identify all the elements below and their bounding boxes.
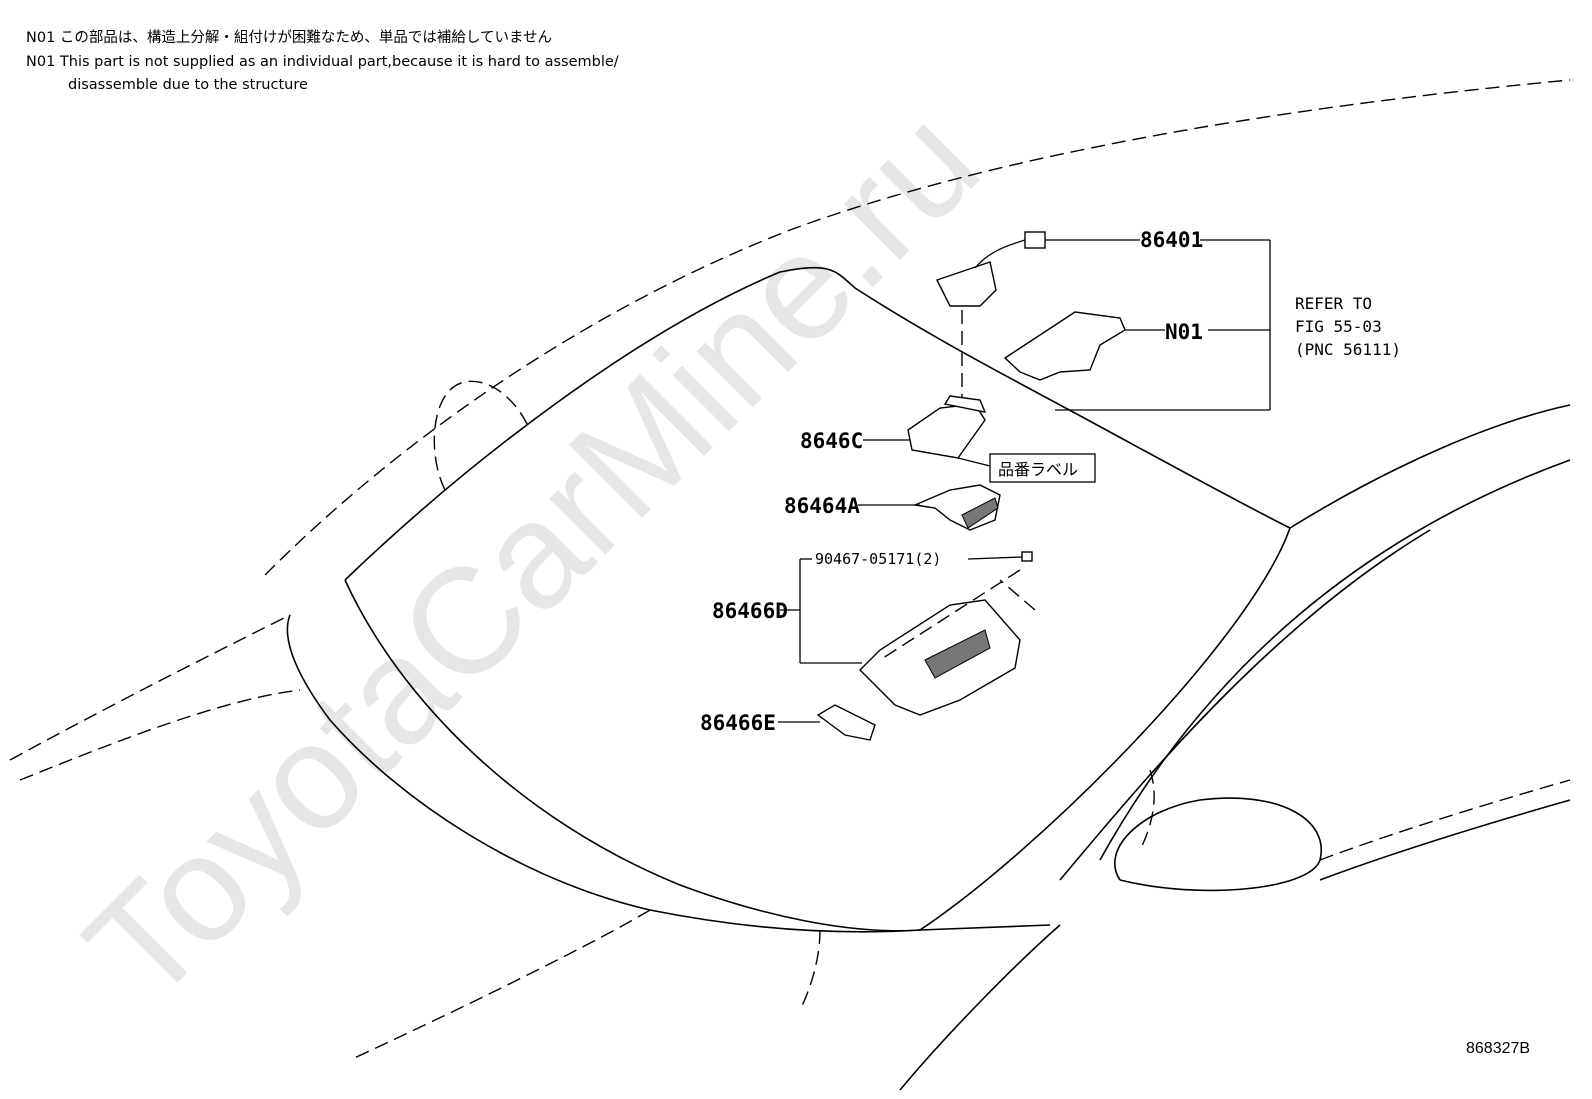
part-number-label-text: 品番ラベル [998, 460, 1078, 479]
part-number-label-box: 品番ラベル [989, 453, 1096, 483]
car-outline [9, 79, 1571, 1091]
part-86466d-cover [859, 569, 1036, 716]
callout-86466d: 86466D [712, 599, 788, 623]
part-8646c-camera [907, 395, 987, 459]
refer-line-2: FIG 55-03 [1295, 317, 1382, 336]
part-90467-clip [1021, 551, 1033, 562]
callout-8646c: 8646C [800, 429, 863, 453]
note-en-line2: disassemble due to the structure [68, 77, 308, 93]
callout-n01: N01 [1165, 320, 1203, 344]
callout-90467-05171: 90467-05171(2) [815, 550, 941, 568]
part-n01-bracket [1003, 311, 1126, 381]
part-86401-mount [936, 231, 1046, 400]
callout-86401: 86401 [1140, 228, 1203, 252]
refer-line-3: (PNC 56111) [1295, 340, 1401, 359]
refer-line-1: REFER TO [1295, 294, 1372, 313]
note-jp: N01 この部品は、構造上分解・組付けが困難なため、単品では補給していません [26, 30, 553, 46]
callout-86466e: 86466E [700, 711, 776, 735]
leader-lines [778, 239, 1271, 723]
note-en-line1: N01 This part is not supplied as an indi… [26, 54, 619, 70]
diagram-code: 868327B [1466, 1040, 1531, 1057]
callout-86464a: 86464A [784, 494, 860, 518]
part-86464a-bracket [912, 484, 1001, 531]
part-86466e-cover [816, 704, 876, 741]
